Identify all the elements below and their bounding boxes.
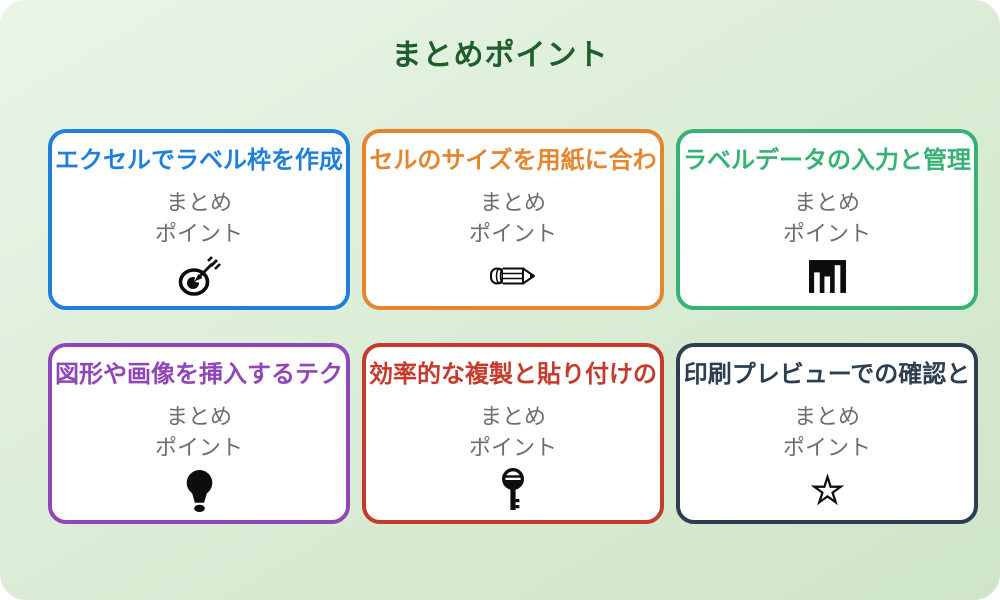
card-title: セルのサイズを用紙に合わ [369, 146, 657, 174]
card-subtitle-line2: ポイント [468, 436, 557, 461]
star-icon [680, 466, 974, 514]
pencil-icon [366, 252, 660, 300]
card-subtitle-line1: まとめ [479, 405, 546, 430]
key-icon [366, 466, 660, 514]
card-title: エクセルでラベル枠を作成 [55, 146, 343, 174]
card-title: ラベルデータの入力と管理 [683, 146, 971, 174]
dart-target-icon [52, 252, 346, 300]
card-subtitle-line1: まとめ [793, 191, 860, 216]
page-title: まとめポイント [391, 38, 609, 73]
card-subtitle-line2: ポイント [468, 222, 557, 247]
lightbulb-icon [52, 466, 346, 514]
card-label-data-entry: ラベルデータの入力と管理 まとめ ポイント [676, 129, 978, 310]
card-excel-label-frame: エクセルでラベル枠を作成 まとめ ポイント [48, 129, 350, 310]
card-title: 効率的な複製と貼り付けの [369, 360, 657, 388]
card-subtitle-line1: まとめ [479, 191, 546, 216]
card-subtitle-line2: ポイント [154, 222, 243, 247]
cards-grid: エクセルでラベル枠を作成 まとめ ポイント セルのサイズを用紙に合わ まとめ [48, 129, 978, 524]
card-cell-size-paper: セルのサイズを用紙に合わ まとめ ポイント [362, 129, 664, 310]
card-subtitle-line1: まとめ [165, 405, 232, 430]
bar-chart-icon [680, 252, 974, 300]
card-subtitle-line2: ポイント [782, 222, 871, 247]
card-print-preview-check: 印刷プレビューでの確認と まとめ ポイント [676, 343, 978, 524]
card-shapes-images-insert: 図形や画像を挿入するテク まとめ ポイント [48, 343, 350, 524]
card-subtitle-line2: ポイント [154, 436, 243, 461]
card-title: 図形や画像を挿入するテク [55, 360, 343, 388]
card-subtitle-line1: まとめ [793, 405, 860, 430]
card-efficient-copy-paste: 効率的な複製と貼り付けの まとめ ポイント [362, 343, 664, 524]
card-title: 印刷プレビューでの確認と [683, 360, 971, 388]
card-subtitle-line2: ポイント [782, 436, 871, 461]
card-subtitle-line1: まとめ [165, 191, 232, 216]
